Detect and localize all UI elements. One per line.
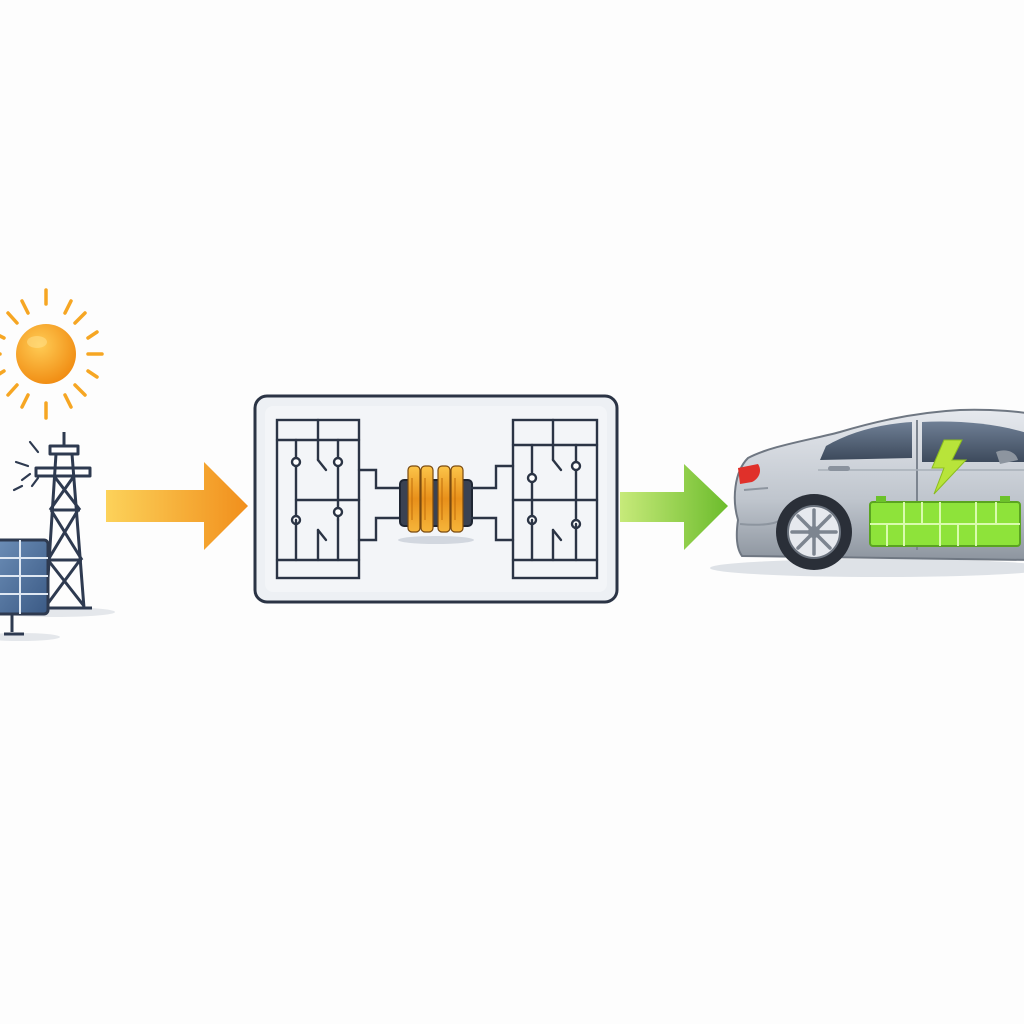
flow-arrow-converter-to-vehicle [620,464,728,550]
power-converter [253,394,619,604]
right-switch-bridge [470,418,599,580]
battery-pack-icon [869,496,1021,547]
solar-panel-icon [0,538,50,636]
electric-car-icon [710,408,1024,577]
signal-icon [12,440,40,492]
sun-icon [0,288,104,420]
energy-source [0,288,115,641]
left-switch-bridge [275,418,402,580]
flow-arrow-source-to-converter [106,462,248,550]
lightning-bolt-icon [931,439,968,495]
wheel-icon [776,494,852,570]
transformer-icon [398,465,474,544]
